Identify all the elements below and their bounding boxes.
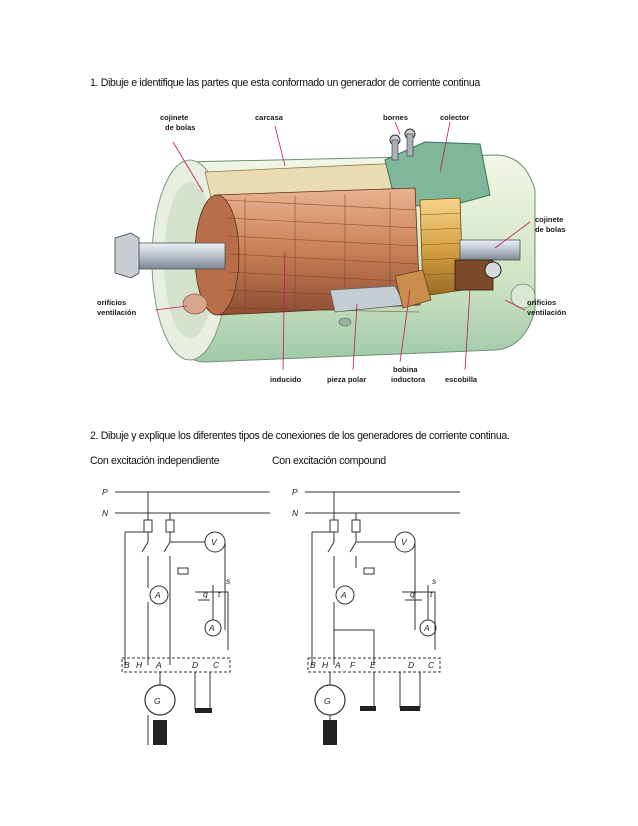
c-label-1: C (213, 660, 220, 670)
circuit-independent-diagram: P N V A A G q t s B H A D C (102, 487, 270, 745)
label-bornes: bornes (383, 113, 408, 122)
line-n-label-2: N (292, 508, 299, 518)
caption-independent: Con excitación independiente (90, 455, 220, 467)
h-label-2: H (322, 660, 329, 670)
brush-block-2 (323, 720, 337, 745)
a-terminal-label-2: A (334, 660, 341, 670)
label-orificios-izq-1: orificios (97, 298, 126, 307)
b-label-2: B (310, 660, 316, 670)
line-p-label-2: P (292, 487, 298, 497)
h-label-1: H (136, 660, 143, 670)
s-label-2: s (432, 576, 437, 586)
q-label-2: q (410, 589, 415, 599)
a-label-3: A (340, 590, 347, 600)
a-label-1: A (154, 590, 161, 600)
e-label-2: E (370, 660, 376, 670)
g-label-2: G (324, 696, 331, 706)
label-orificios-der-2: ventilación (527, 308, 567, 317)
series-winding-2 (360, 706, 376, 711)
label-carcasa: carcasa (255, 113, 284, 122)
question-2: 2. Dibuje y explique los diferentes tipo… (90, 430, 510, 442)
t-label-1: t (218, 589, 221, 599)
circuit-compound-diagram: P N V A A G q t s B H A F E D C (292, 487, 460, 745)
label-cojinete-izq-1: cojinete (160, 113, 188, 122)
a-label-2: A (208, 623, 215, 633)
label-orificios-der-1: orificios (527, 298, 556, 307)
ammeter-a-2 (204, 619, 222, 637)
label-cojinete-der-1: cojinete (535, 215, 563, 224)
line-p-label-1: P (102, 487, 108, 497)
ammeter-a-3 (335, 585, 355, 605)
t-label-2: t (430, 589, 433, 599)
d-label-2: D (408, 660, 414, 670)
caption-compound: Con excitación compound (272, 455, 386, 467)
b-label-1: B (124, 660, 130, 670)
label-cojinete-izq-2: de bolas (165, 123, 195, 132)
brush-block-1 (153, 720, 167, 745)
label-inducido: inducido (270, 375, 302, 384)
label-pieza-polar: pieza polar (327, 375, 366, 384)
generator-g-2 (314, 684, 346, 716)
label-colector: colector (440, 113, 469, 122)
q-label-1: q (203, 589, 208, 599)
voltmeter-v-2 (394, 531, 416, 553)
field-winding-1 (195, 708, 212, 713)
d-label-1: D (192, 660, 198, 670)
c-label-2: C (428, 660, 435, 670)
s-label-1: s (226, 576, 231, 586)
question-1: 1. Dibuje e identifique las partes que e… (90, 77, 480, 89)
label-bobina-1: bobina (393, 365, 418, 374)
a-label-4: A (423, 623, 430, 633)
generator-g-1 (144, 684, 176, 716)
label-orificios-izq-2: ventilación (97, 308, 137, 317)
label-cojinete-der-2: de bolas (535, 225, 565, 234)
v-label-1: V (211, 537, 218, 547)
f-label-2: F (350, 660, 356, 670)
label-escobilla: escobilla (445, 375, 478, 384)
ammeter-a-4 (419, 619, 437, 637)
v-label-2: V (401, 537, 408, 547)
line-n-label-1: N (102, 508, 109, 518)
g-label-1: G (154, 696, 161, 706)
a-terminal-label-1: A (155, 660, 162, 670)
field-winding-2 (400, 706, 420, 711)
label-bobina-2: inductora (391, 375, 426, 384)
generator-cutaway-illustration: cojinete de bolas carcasa bornes colecto… (97, 113, 567, 384)
voltmeter-v-1 (204, 531, 226, 553)
ammeter-a-1 (149, 585, 169, 605)
